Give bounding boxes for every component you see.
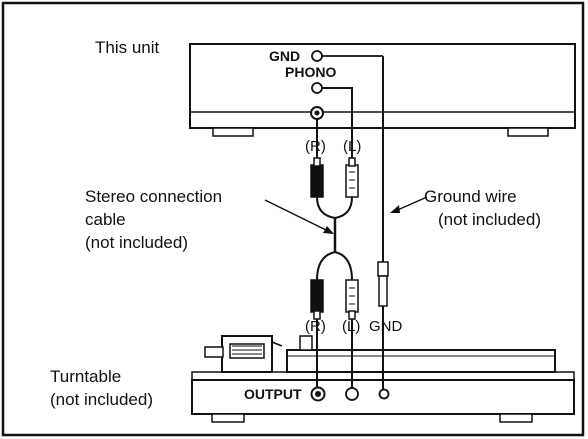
gnd-terminal-label: GND bbox=[269, 48, 300, 64]
this-unit-label: This unit bbox=[95, 38, 160, 57]
cable-pointer bbox=[264, 199, 331, 233]
upper-left-plug-label: (L) bbox=[343, 138, 361, 155]
phono-label: PHONO bbox=[285, 64, 336, 80]
phono-left-jack-icon bbox=[311, 82, 323, 94]
upper-left-plug-icon bbox=[345, 164, 359, 198]
cable-label-line1: Stereo connection bbox=[85, 187, 222, 206]
ground-wire-clip-icon bbox=[377, 261, 389, 277]
upper-right-plug-icon bbox=[310, 164, 324, 198]
tonearm-icon bbox=[204, 335, 283, 373]
turntable-label: Turntable bbox=[50, 367, 121, 386]
ground-wire bbox=[377, 56, 389, 315]
output-gnd-terminal-icon bbox=[378, 388, 390, 400]
lower-right-plug-label: (R) bbox=[305, 318, 326, 335]
unit-foot-right bbox=[507, 127, 549, 137]
lower-gnd-label: GND bbox=[369, 318, 403, 335]
lower-right-plug-icon bbox=[310, 279, 324, 313]
unit-foot-left bbox=[212, 127, 254, 137]
cable-label-line2: cable bbox=[85, 210, 126, 229]
output-left-jack-icon bbox=[345, 387, 359, 401]
gnd-terminal-icon bbox=[311, 50, 323, 62]
turntable-foot-left bbox=[211, 413, 245, 423]
upper-right-plug-label: (R) bbox=[305, 138, 326, 155]
stereo-cable bbox=[310, 87, 359, 320]
ground-wire-sublabel: (not included) bbox=[438, 210, 541, 229]
turntable-sublabel: (not included) bbox=[50, 390, 153, 409]
turntable-foot-right bbox=[499, 413, 533, 423]
turntable-output-label: OUTPUT bbox=[244, 386, 302, 402]
platter-icon bbox=[286, 349, 556, 373]
cable-label-line3: (not included) bbox=[85, 233, 188, 252]
ground-wire-label: Ground wire bbox=[424, 187, 517, 206]
turntable-device bbox=[191, 315, 575, 423]
